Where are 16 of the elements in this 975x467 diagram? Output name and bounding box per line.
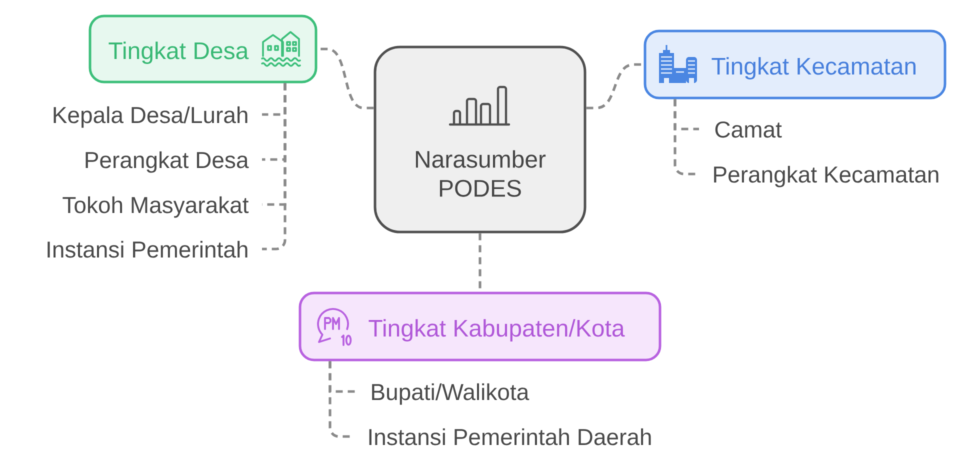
dashed-connector — [328, 361, 352, 438]
list-item: Instansi Pemerintah Daerah — [369, 428, 651, 446]
list-item: Camat — [715, 121, 782, 138]
category-box: Tingkat Kecamatan — [644, 30, 946, 100]
dashed-connector — [586, 63, 644, 110]
list-item: Kepala Desa/Lurah — [54, 106, 248, 128]
category-box: Tingkat Kabupaten/Kota — [298, 292, 662, 362]
list-item: Perangkat Desa — [86, 151, 249, 173]
dashed-connector — [674, 99, 697, 176]
list-item: Instansi Pemerintah — [48, 240, 248, 258]
list-item: Perangkat Kecamatan — [714, 166, 938, 188]
list-item: Bupati/Walikota — [372, 383, 530, 405]
list-item: Tokoh Masyarakat — [62, 196, 249, 218]
category-box: Tingkat Desa — [88, 14, 318, 84]
dashed-connector — [262, 83, 286, 250]
central-box: Narasumber PODES — [374, 46, 586, 234]
